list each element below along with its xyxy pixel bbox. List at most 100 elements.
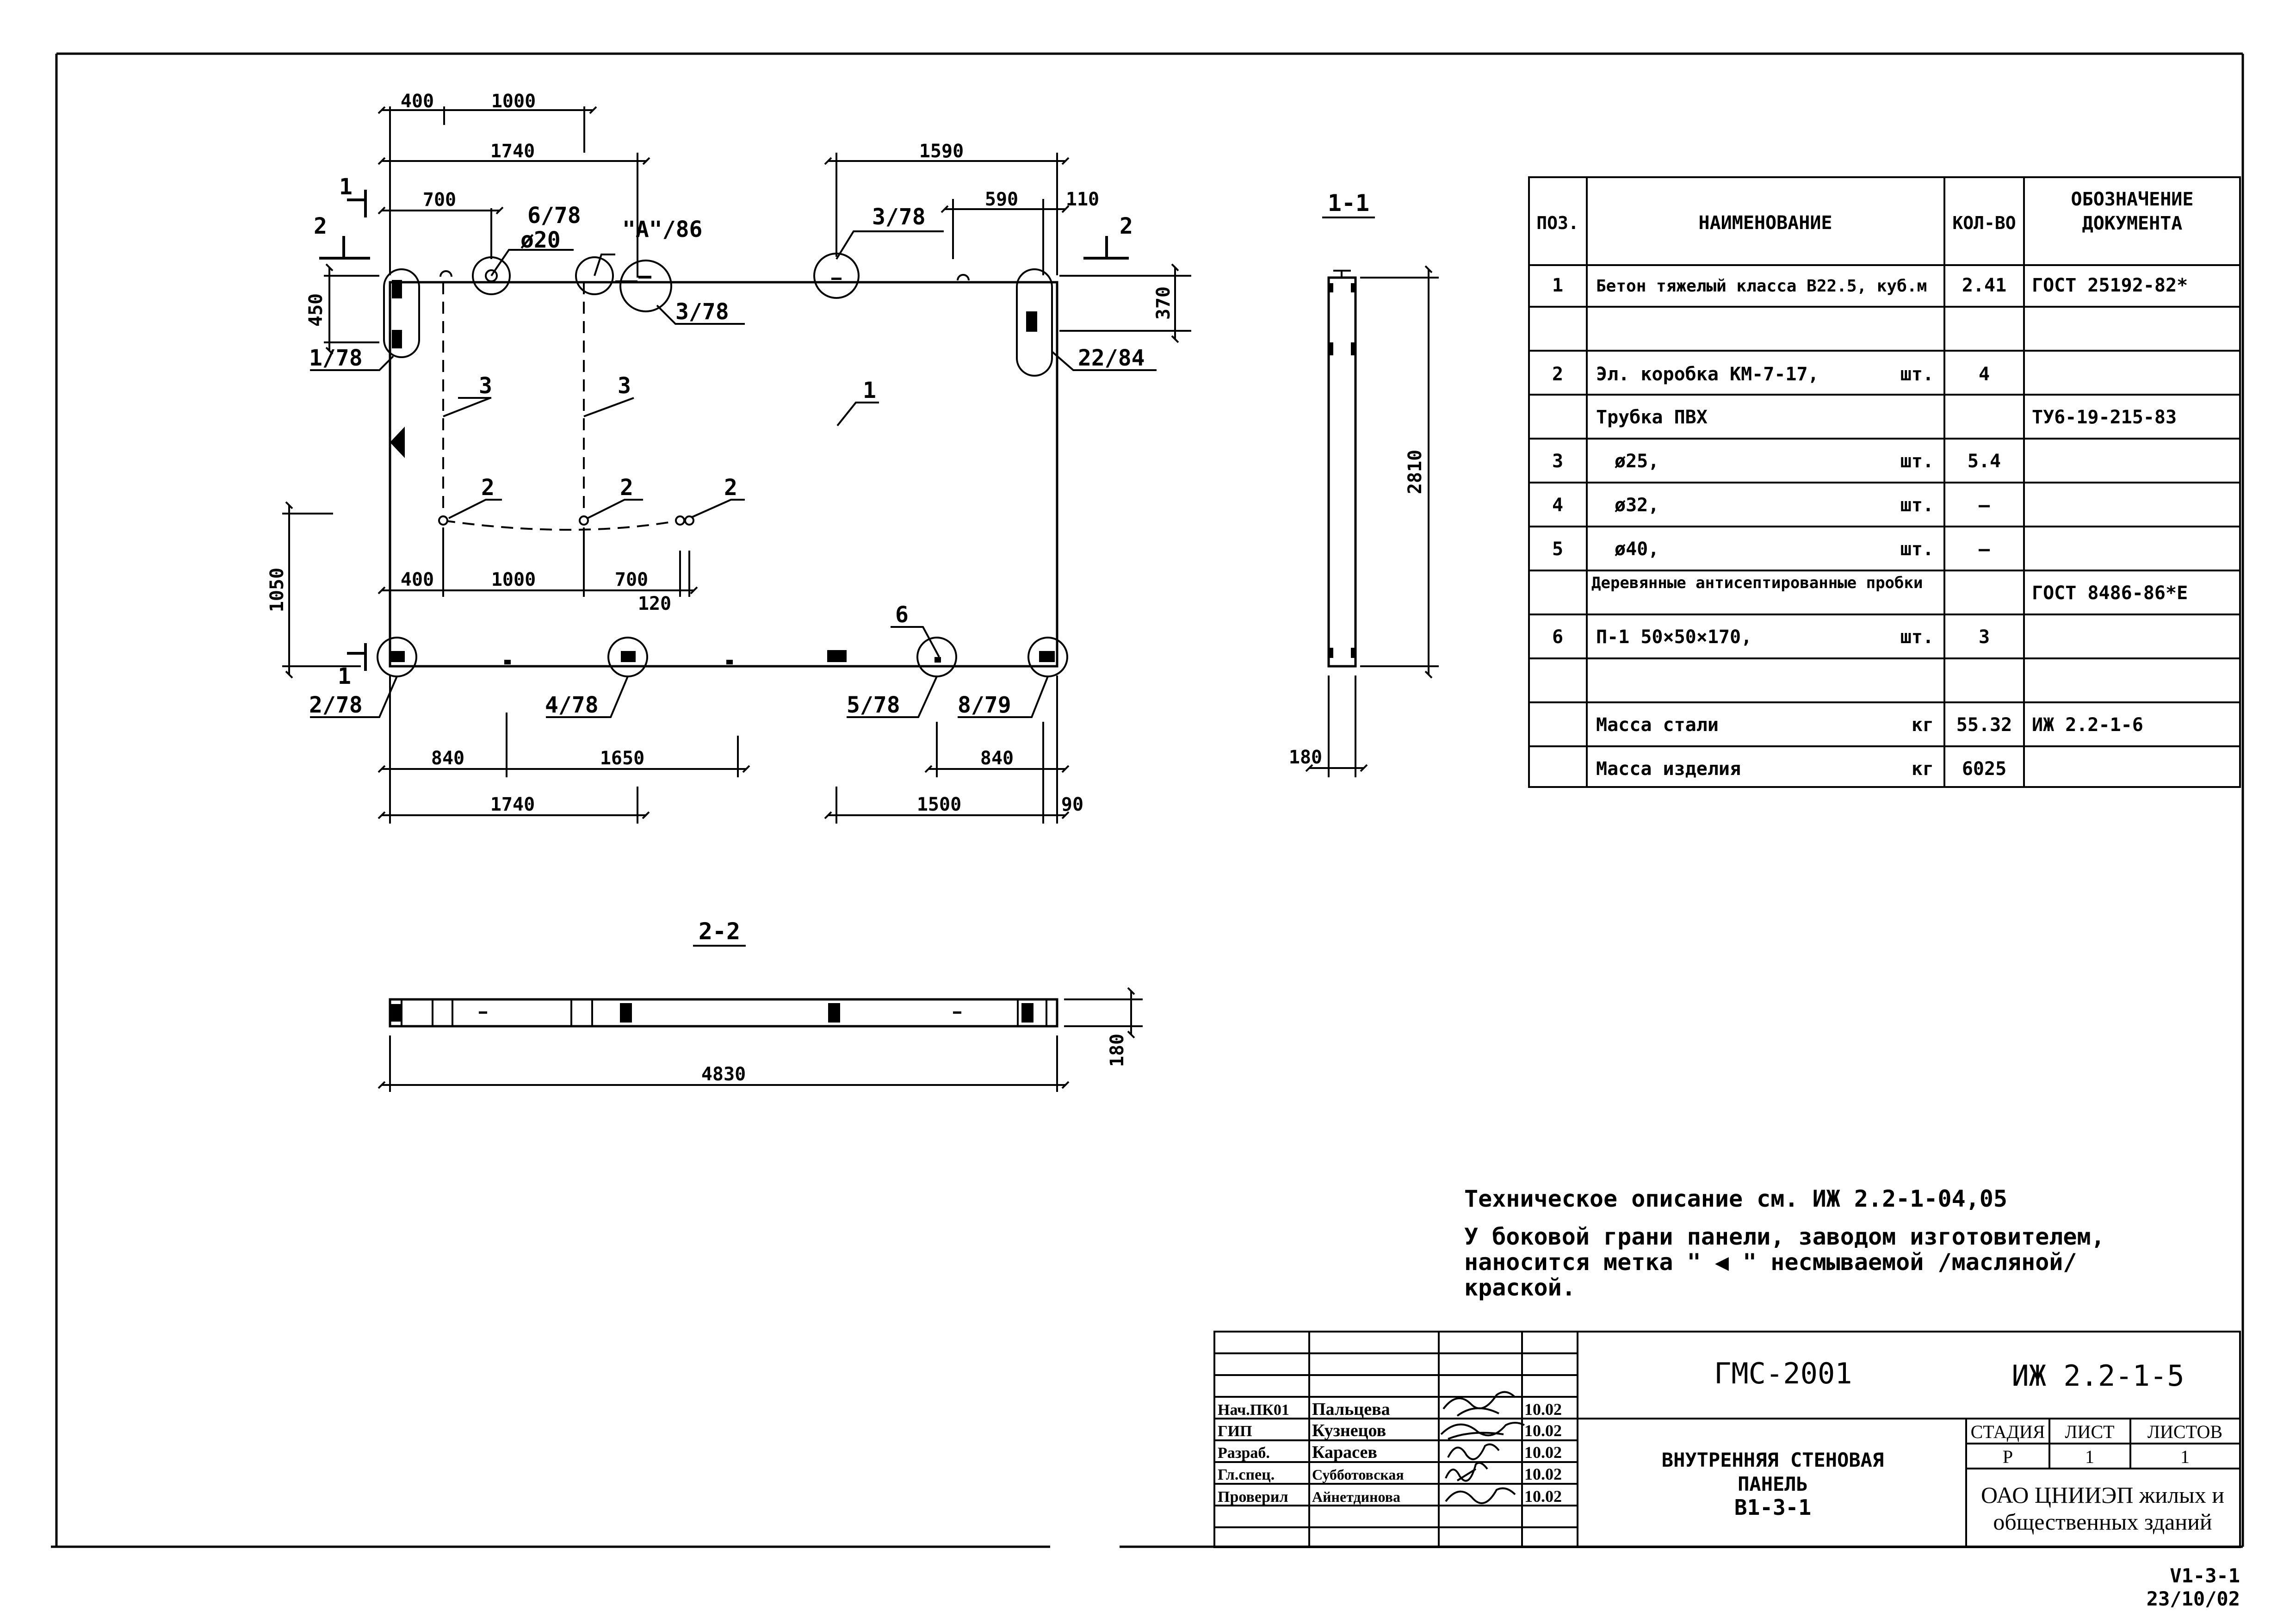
dim-top-400: 400 (401, 91, 434, 112)
svg-text:4: 4 (1979, 364, 1990, 385)
svg-text:Трубка ПВХ: Трубка ПВХ (1596, 407, 1708, 428)
svg-text:кг: кг (1912, 714, 1934, 736)
section-1-1-thickness: 180 (1289, 747, 1322, 768)
dim-bottom-90: 90 (1061, 794, 1083, 815)
dim-inner-120: 120 (638, 593, 671, 614)
drawing-title-2: ПАНЕЛЬ (1738, 1473, 1808, 1495)
stage-value: Р (2003, 1446, 2013, 1467)
sheets-header: ЛИСТОВ (2147, 1421, 2222, 1442)
spec-row: Деревянные антисептированные пробки ГОСТ… (1591, 575, 2188, 604)
svg-text:1: 1 (1552, 275, 1563, 296)
mark-4-78: 4/78 (545, 692, 599, 718)
spec-row: Масса изделия кг 6025 (1596, 758, 2006, 780)
panel-elevation: 400 1000 1740 700 1590 590 110 450 1050 … (266, 91, 1191, 824)
svg-text:55.32: 55.32 (1956, 714, 2012, 736)
svg-text:Бетон тяжелый класса В22.5, ку: Бетон тяжелый класса В22.5, куб.м (1596, 277, 1927, 296)
dim-right-370: 370 (1153, 286, 1174, 320)
section-cut-marks (319, 190, 1129, 671)
svg-text:2: 2 (1552, 364, 1563, 385)
spec-row: Масса стали кг 55.32 ИЖ 2.2-1-6 (1596, 714, 2143, 736)
spec-row: 5 ø40, шт. – (1552, 539, 1990, 560)
spec-header-pos: ПОЗ. (1536, 213, 1579, 233)
leader-2a: 2 (481, 475, 495, 501)
mark-1-78: 1/78 (309, 345, 363, 371)
person-role: Гл.спец. (1218, 1466, 1275, 1483)
leader-6: 6 (895, 602, 909, 628)
dim-inner-1000: 1000 (491, 569, 536, 590)
mark-dia20: ø20 (520, 227, 561, 253)
svg-text:Эл. коробка КМ-7-17,: Эл. коробка КМ-7-17, (1596, 364, 1819, 385)
person-date: 10.02 (1524, 1487, 1562, 1506)
svg-text:П-1 50×50×170,: П-1 50×50×170, (1596, 626, 1752, 648)
note-line: наносится метка " ◀ " несмываемой /масля… (1464, 1249, 2077, 1276)
drawing-title-1: ВНУТРЕННЯЯ СТЕНОВАЯ (1662, 1449, 1884, 1471)
person-name: Субботовская (1312, 1466, 1404, 1483)
section-1-1: 1-1 2810 180 (1289, 190, 1439, 777)
svg-text:шт.: шт. (1900, 364, 1934, 385)
section-mark-2-right: 2 (1120, 213, 1133, 239)
leader-3a: 3 (479, 373, 492, 399)
svg-text:4: 4 (1552, 495, 1563, 516)
junction-circles (438, 515, 694, 526)
mark-5-78: 5/78 (847, 692, 900, 718)
svg-text:ИЖ 2.2-1-6: ИЖ 2.2-1-6 (2032, 714, 2143, 736)
section-1-1-title: 1-1 (1328, 190, 1369, 217)
mark-6-78: 6/78 (527, 203, 581, 229)
svg-text:шт.: шт. (1900, 539, 1934, 560)
signature-5 (1445, 1487, 1516, 1504)
dim-top-590: 590 (985, 189, 1018, 210)
leader-3b: 3 (618, 373, 631, 399)
spec-row: 3 ø25, шт. 5.4 (1552, 451, 2001, 472)
note-line: Техническое описание см. ИЖ 2.2-1-04,05 (1464, 1185, 2007, 1212)
spec-table: ПОЗ. НАИМЕНОВАНИЕ КОЛ-ВО ОБОЗНАЧЕНИЕ ДОК… (1528, 176, 2241, 788)
section-2-2-thickness: 180 (1107, 1034, 1128, 1067)
person-role: Нач.ПК01 (1218, 1401, 1289, 1419)
spec-header-qty: КОЛ-ВО (1952, 213, 2016, 233)
person-role: ГИП (1218, 1423, 1252, 1440)
svg-text:6025: 6025 (1962, 758, 2006, 780)
dimension-lines (282, 106, 1191, 824)
svg-text:6: 6 (1552, 626, 1563, 648)
dim-bottom-1740: 1740 (490, 794, 535, 815)
org-line-1: ОАО ЦНИИЭП жилых и (1981, 1482, 2224, 1508)
mark-8-79: 8/79 (958, 692, 1011, 718)
person-name: Карасев (1312, 1443, 1377, 1462)
spec-row: 4 ø32, шт. – (1552, 495, 1990, 516)
person-role: Разраб. (1218, 1444, 1270, 1462)
section-2-2-title: 2-2 (699, 918, 740, 945)
people-rows: Нач.ПК01 Пальцева 10.02 ГИП Кузнецов 10.… (1218, 1400, 1562, 1506)
svg-text:шт.: шт. (1900, 495, 1934, 516)
person-date: 10.02 (1524, 1400, 1562, 1419)
dim-inner-700: 700 (615, 569, 648, 590)
svg-text:5.4: 5.4 (1968, 451, 2001, 472)
section-mark-1-bottom: 1 (338, 663, 351, 689)
person-role: Проверил (1218, 1488, 1288, 1506)
svg-text:ТУ6-19-215-83: ТУ6-19-215-83 (2032, 407, 2177, 428)
leader-lines (310, 230, 1157, 718)
svg-text:ГОСТ 25192-82*: ГОСТ 25192-82* (2032, 275, 2188, 296)
svg-text:–: – (1979, 495, 1990, 516)
hatched-boxes (391, 276, 1055, 664)
svg-text:шт.: шт. (1900, 451, 1934, 472)
svg-text:кг: кг (1912, 758, 1934, 780)
dim-bottom-840b: 840 (980, 748, 1014, 769)
svg-text:шт.: шт. (1900, 626, 1934, 648)
section-1-1-height: 2810 (1405, 450, 1426, 494)
svg-text:ø40,: ø40, (1615, 539, 1659, 560)
dim-inner-400: 400 (401, 569, 434, 590)
spec-row: 1 Бетон тяжелый класса В22.5, куб.м 2.41… (1552, 275, 2188, 296)
dim-top-1740: 1740 (490, 141, 535, 162)
dim-left-450: 450 (305, 293, 327, 327)
svg-text:–: – (1979, 539, 1990, 560)
spec-row: 6 П-1 50×50×170, шт. 3 (1552, 626, 1990, 648)
svg-text:Масса стали: Масса стали (1596, 714, 1719, 736)
signature-1 (1442, 1391, 1516, 1417)
svg-text:ø25,: ø25, (1615, 451, 1659, 472)
section-mark-2-left: 2 (314, 213, 327, 239)
mark-22-84: 22/84 (1078, 345, 1145, 371)
svg-text:Масса изделия: Масса изделия (1596, 758, 1741, 780)
mark-3-78-mid: 3/78 (675, 299, 729, 325)
sheet-header: ЛИСТ (2065, 1421, 2114, 1442)
person-name: Айнетдинова (1312, 1488, 1400, 1505)
